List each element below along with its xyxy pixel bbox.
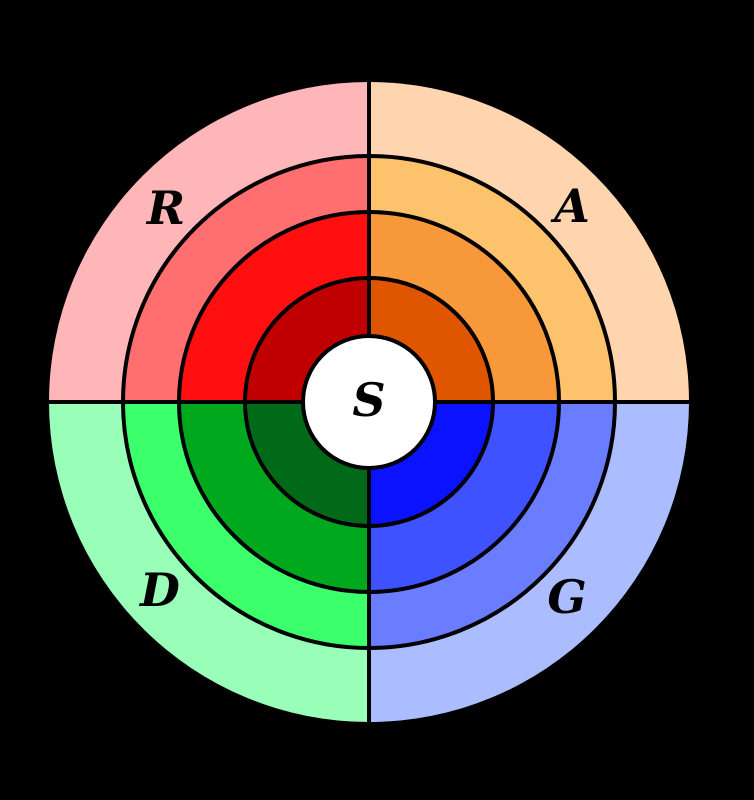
center-circle	[301, 334, 437, 470]
label-g: G	[547, 570, 586, 624]
label-s: S	[352, 373, 385, 427]
label-a: A	[550, 179, 590, 233]
label-d: D	[138, 563, 180, 617]
label-r: R	[145, 181, 185, 235]
segments	[49, 82, 689, 722]
